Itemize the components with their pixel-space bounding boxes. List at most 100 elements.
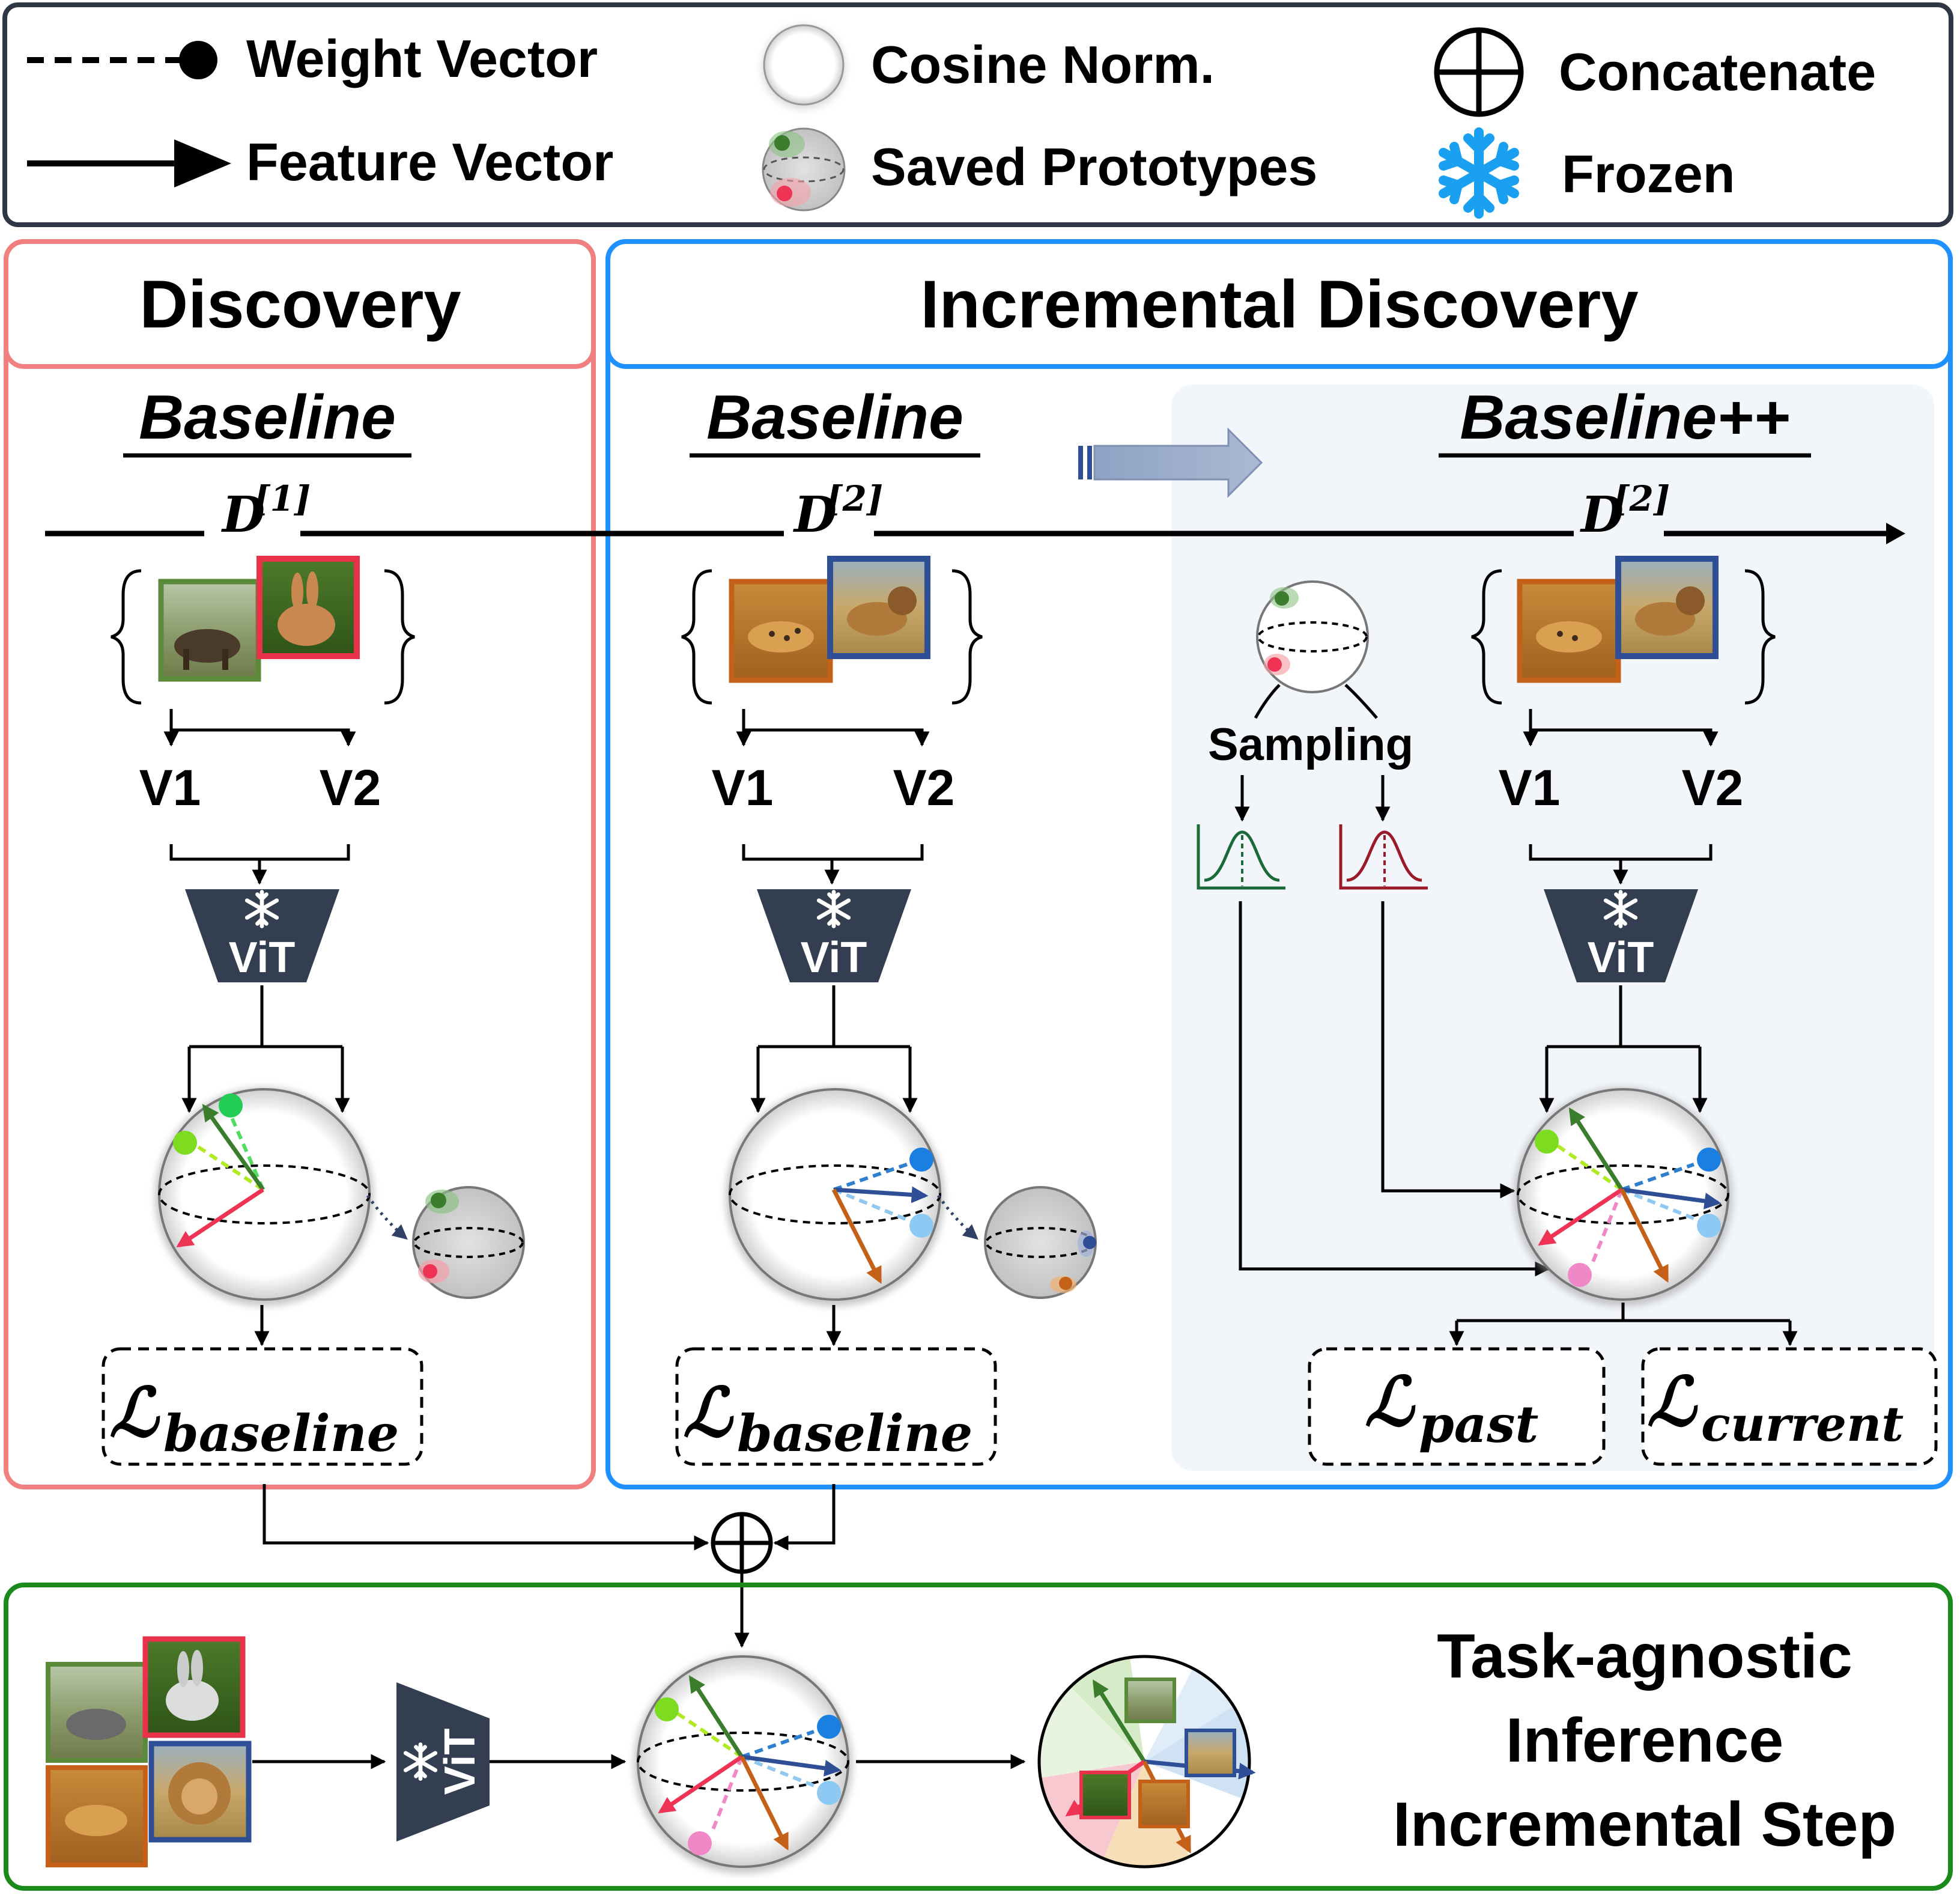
incremental-v1: V1: [712, 759, 774, 816]
lion-image: [148, 1741, 252, 1843]
legend-weight-vector: Weight Vector: [246, 29, 598, 88]
sampling-sphere: [1256, 580, 1369, 693]
incremental-baseline-title: Baseline: [690, 383, 980, 458]
incremental-baseline-label: Baseline: [706, 383, 963, 452]
baseline-pp-v2: V2: [1682, 759, 1744, 816]
discovery-loss-box: ℒ baseline: [102, 1347, 423, 1466]
legend-cosine-norm: Cosine Norm.: [871, 35, 1215, 94]
snowflake-icon: [244, 890, 279, 928]
cosine-norm-icon: [762, 24, 846, 109]
rabbit-image: [142, 1636, 246, 1738]
discovery-vit-label: ViT: [229, 934, 296, 982]
cheetah-image: [1517, 579, 1621, 683]
discovery-v2: V2: [320, 759, 381, 816]
loss-connectors: [254, 1303, 1798, 1346]
discovery-saved-prototypes: [366, 1186, 525, 1299]
baseline-pp-views-connector: [1523, 709, 1719, 885]
legend-concatenate: Concatenate: [1559, 42, 1876, 102]
discovery-views-connector: [163, 709, 356, 885]
past-loss-symbol: ℒ: [1365, 1363, 1416, 1441]
cheetah-image: [1138, 1780, 1190, 1828]
dataset-2-index: [2]: [826, 478, 883, 519]
legend-frozen: Frozen: [1562, 144, 1735, 204]
baseline-pp-vit-label: ViT: [1588, 934, 1654, 982]
incremental-vit: ViT: [757, 889, 911, 982]
timeline: [45, 523, 1905, 544]
discovery-sphere: [155, 1087, 374, 1306]
discovery-header: Discovery: [139, 267, 461, 342]
snowflake-icon: [1603, 890, 1638, 928]
feature-vector-icon: [27, 139, 231, 187]
past-loss-subscript: past: [1419, 1395, 1538, 1454]
cheetah-image: [729, 579, 833, 683]
baseline-pp-label: Baseline++: [1460, 383, 1789, 452]
inference-title-line2: Inference: [1506, 1706, 1783, 1775]
incremental-loss-symbol: ℒ: [683, 1373, 734, 1452]
inference-panel: [4, 1583, 1953, 1891]
red-distribution-icon: [1339, 824, 1428, 890]
baseline-pp-sphere: [1514, 1087, 1732, 1306]
current-loss-subscript: current: [1701, 1396, 1904, 1452]
cow-image: [46, 1662, 148, 1763]
inference-title-line1: Task-agnostic: [1437, 1622, 1852, 1691]
inference-title-line3: Incremental Step: [1393, 1790, 1896, 1860]
discovery-baseline-title: Baseline: [123, 383, 411, 458]
weight-vector-icon: [27, 41, 217, 79]
cow-image: [1124, 1677, 1176, 1723]
legend-feature-vector: Feature Vector: [246, 132, 613, 192]
inference-vit-label: ViT: [436, 1729, 484, 1795]
green-distribution-icon: [1197, 824, 1285, 890]
incremental-loss-subscript: baseline: [737, 1404, 972, 1463]
rabbit-image: [1079, 1771, 1131, 1819]
incremental-views-connector: [736, 709, 930, 885]
incremental-saved-prototypes: [936, 1186, 1097, 1299]
sampling-label: Sampling: [1208, 719, 1413, 770]
current-loss-symbol: ℒ: [1647, 1363, 1698, 1441]
vit-sphere-connectors: [181, 985, 1708, 1113]
legend-saved-prototypes: Saved Prototypes: [871, 137, 1317, 196]
baseline-pp-region: [1171, 385, 1934, 1471]
incremental-vit-label: ViT: [801, 934, 867, 982]
discovery-v1: V1: [139, 759, 201, 816]
distribution-sphere-connectors: [1239, 901, 1550, 1277]
dataset-2b-label: D: [1580, 486, 1624, 544]
rabbit-image: [256, 556, 360, 659]
baseline-pp-v1: V1: [1499, 759, 1561, 816]
snowflake-icon: [403, 1742, 438, 1781]
incremental-header: Incremental Discovery: [920, 267, 1638, 342]
inference-vit: ViT: [396, 1682, 490, 1842]
cheetah-image: [46, 1765, 148, 1867]
baseline-pp-vit: ViT: [1544, 889, 1698, 982]
concatenate-node: [711, 1512, 773, 1574]
discovery-vit: ViT: [185, 889, 339, 982]
sampling-connectors: [1234, 684, 1391, 822]
discovery-header-box: [4, 239, 596, 369]
lion-image: [1615, 556, 1719, 659]
lion-image: [1185, 1729, 1236, 1777]
upgrade-arrow-icon: [1078, 427, 1263, 498]
incremental-image-set: [681, 556, 983, 705]
dataset-2-label: D: [793, 486, 837, 544]
lion-image: [827, 556, 930, 659]
incremental-header-box: [605, 239, 1953, 369]
inference-image-set: [46, 1636, 252, 1867]
legend: Weight Vector Feature Vector Cosine Norm…: [2, 2, 1953, 227]
discovery-loss-subscript: baseline: [163, 1404, 399, 1463]
dataset-1-index: [1]: [253, 478, 311, 519]
inference-sphere: [634, 1655, 852, 1873]
baseline-pp-image-set: [1471, 556, 1776, 705]
saved-prototypes-icon: [762, 127, 846, 211]
legend-border: [2, 2, 1953, 227]
incremental-sphere: [726, 1087, 944, 1306]
incremental-v2: V2: [893, 759, 955, 816]
past-loss-box: ℒ past: [1308, 1347, 1606, 1466]
inference-result-sphere: [1037, 1655, 1256, 1869]
cow-image: [158, 579, 261, 682]
snowflake-icon: [1439, 127, 1519, 219]
discovery-baseline-label: Baseline: [139, 383, 396, 452]
current-loss-box: ℒ current: [1641, 1347, 1938, 1466]
snowflake-icon: [816, 890, 851, 928]
concatenate-icon: [1434, 27, 1524, 117]
